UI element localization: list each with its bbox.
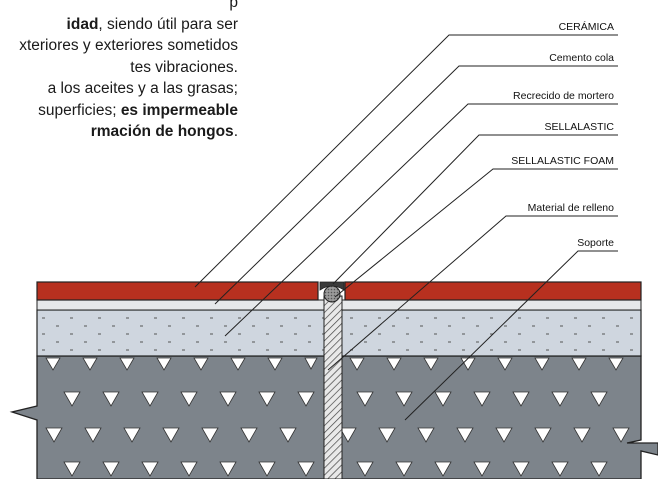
p1-line-2: xteriores y exteriores sometidos [19, 37, 238, 54]
p2-line-2: rmación de hongos. [90, 123, 238, 140]
p1-line-0: p [229, 0, 238, 11]
filler-material [323, 295, 343, 479]
p1-line-3: tes vibraciones. [130, 58, 238, 76]
label-relleno: Material de relleno [528, 202, 615, 214]
p2-line-1: superficies; es impermeable [38, 101, 238, 119]
intro-paragraph: p idad, siendo útil para ser xteriores y… [19, 0, 238, 78]
label-sellalastic-foam: SELLALASTIC FOAM [511, 155, 614, 167]
sellalastic-foam-rod [323, 285, 341, 303]
label-ceramica: CERÁMICA [559, 20, 614, 33]
label-recrecido: Recrecido de mortero [513, 90, 614, 102]
ceramic-tile-right [344, 281, 642, 301]
p2-line-0: a los aceites y a las grasas; [47, 80, 238, 97]
leader-lines [194, 34, 618, 421]
label-sellalastic: SELLALASTIC [545, 121, 615, 133]
label-soporte: Soporte [577, 237, 614, 249]
properties-paragraph: a los aceites y a las grasas; superficie… [38, 78, 238, 143]
label-cemento-cola: Cemento cola [549, 52, 614, 64]
ceramic-tile-left [36, 281, 319, 301]
p1-line-1: idad, siendo útil para ser [66, 15, 238, 33]
support-aggregate-triangles [45, 357, 630, 477]
